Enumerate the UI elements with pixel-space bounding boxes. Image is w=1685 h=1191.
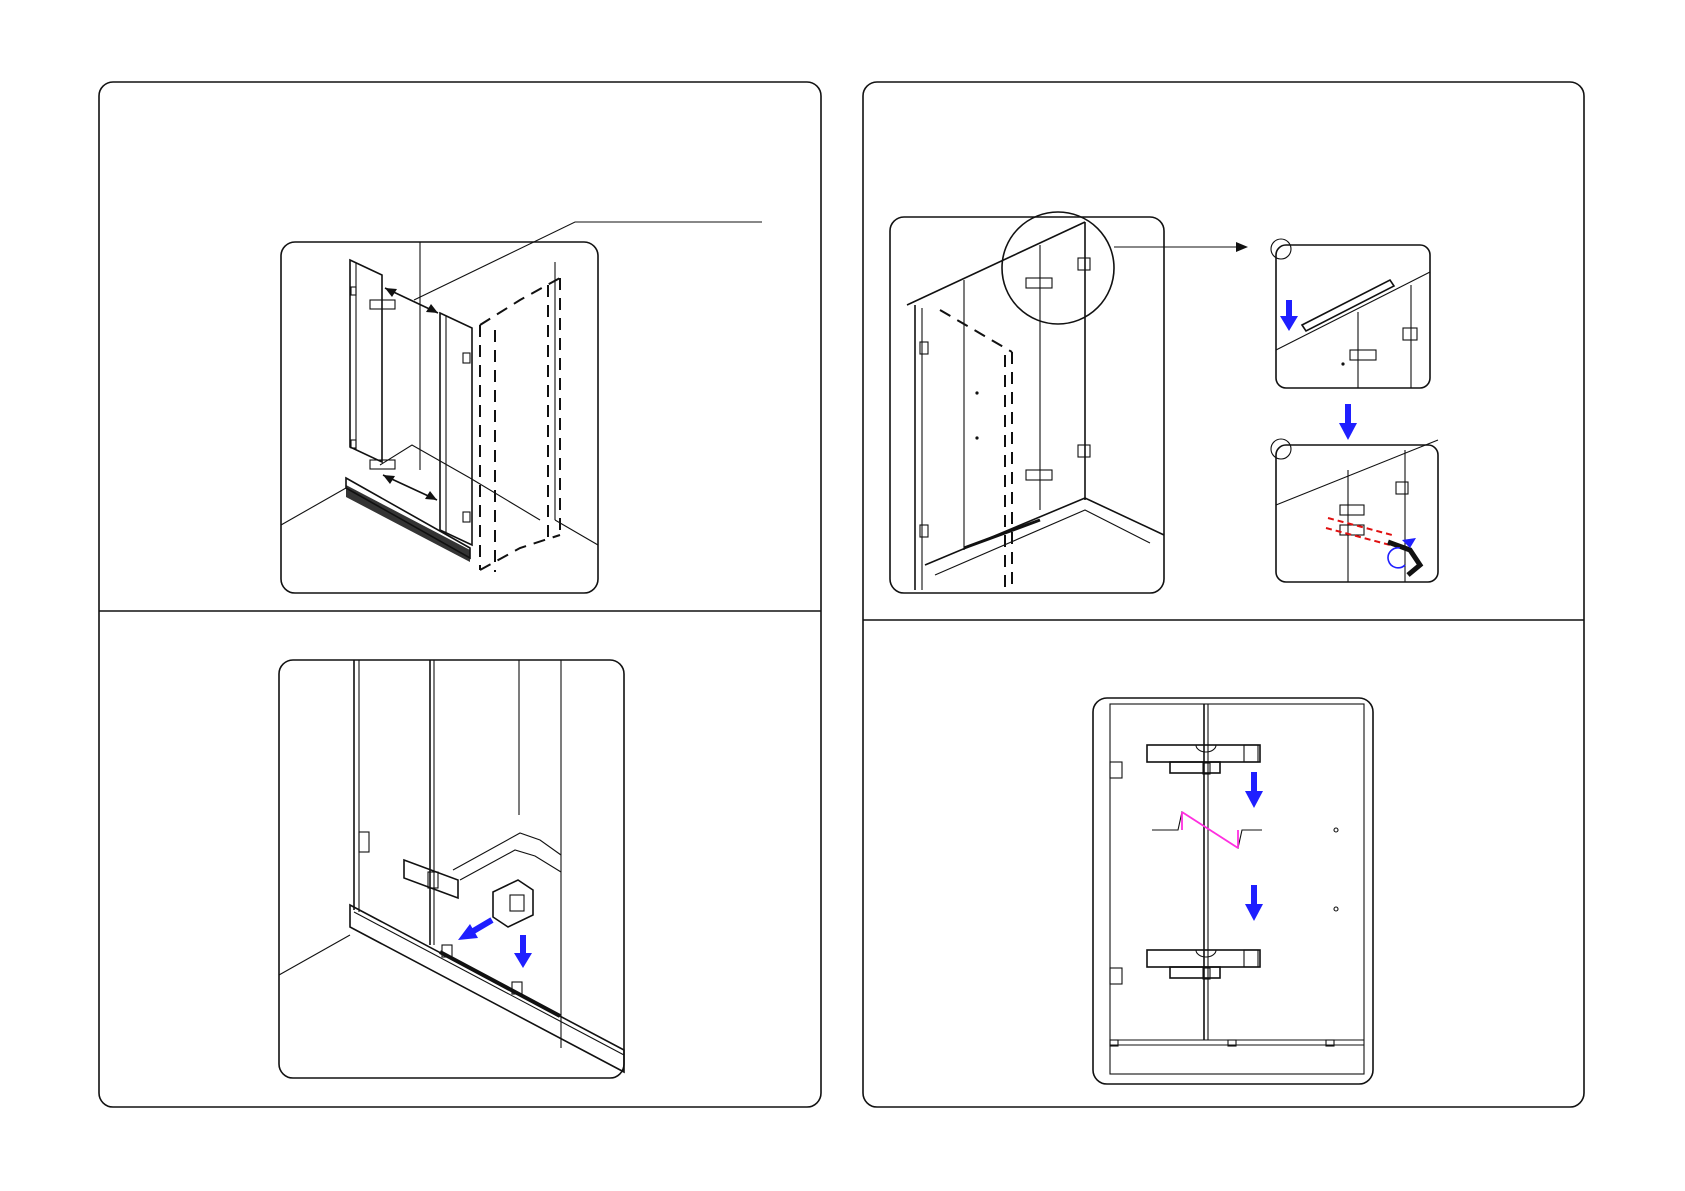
allen-key-icon [1388,542,1420,575]
clamp-bracket-icon [493,880,533,927]
panel-2-frame [279,660,624,1078]
blue-down-arrow-icon [1245,885,1263,921]
panel-2-illustration [279,660,624,1078]
blue-arrow-icon [458,920,492,940]
shower-glass-panel-icon [354,660,434,945]
detail-b-frame [1276,445,1438,582]
double-arrow-bottom [383,475,437,500]
blue-down-arrow-icon [1245,772,1263,808]
panel-3-illustration [890,212,1438,593]
dashed-enclosure-outline-icon [480,278,560,572]
leader-line [414,222,762,300]
blue-down-arrow-icon [1280,300,1298,331]
panel-3-main-frame [890,217,1164,593]
detail-a-frame [1276,245,1430,388]
panel-1-illustration [281,222,762,593]
panel-4-illustration [1093,698,1373,1084]
blue-down-arrow-icon [514,935,532,968]
detail-magnifier-circle [1002,212,1114,324]
panel-4-frame [1093,698,1373,1084]
left-page-frame [99,82,821,1107]
blue-down-arrow-icon [1339,404,1357,440]
right-page-frame [863,82,1584,1107]
